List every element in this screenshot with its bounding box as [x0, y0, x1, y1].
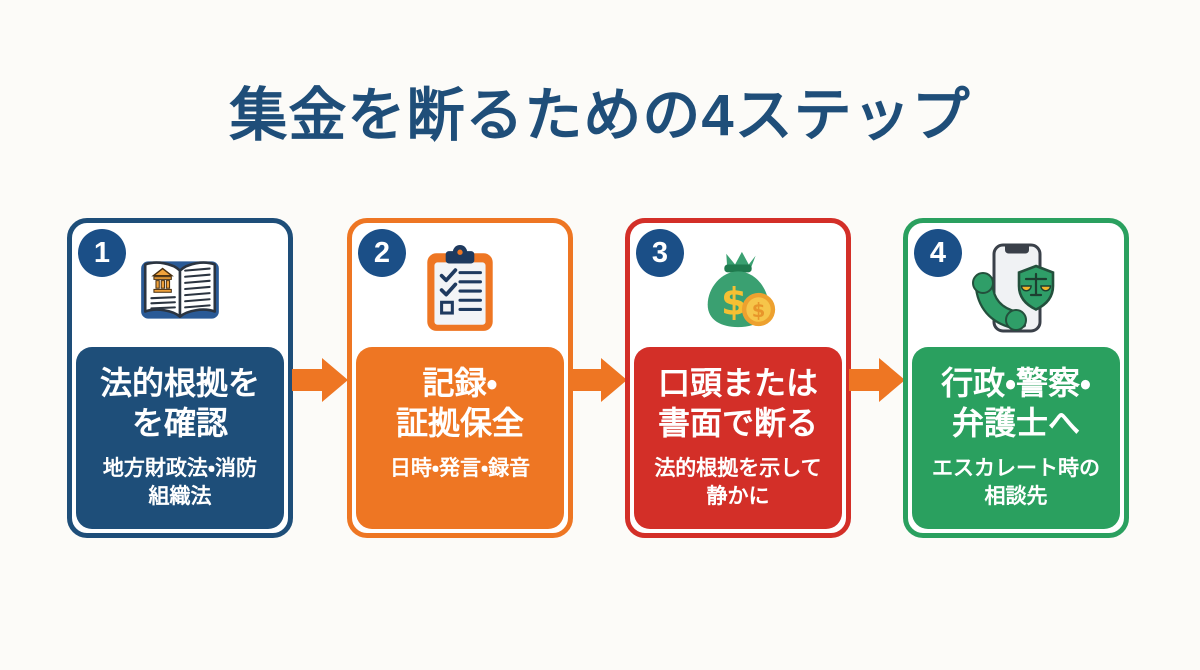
step-subtitle: 日時・発言・録音: [389, 456, 531, 480]
step-title: 行政・警察・ 弁護士へ: [941, 365, 1091, 442]
law-book-icon: [72, 241, 288, 337]
phone-shield-icon: [908, 241, 1124, 337]
clipboard-checklist-icon: [352, 241, 568, 337]
step-label-panel: 口頭または 書面で断る 法的根拠を示して 静かに: [634, 347, 842, 529]
step-label-panel: 行政・警察・ 弁護士へ エスカレート時の 相談先: [912, 347, 1120, 529]
svg-text:$: $: [721, 280, 747, 323]
step-subtitle: 法的根拠を示して 静かに: [654, 456, 822, 508]
arrow-right-icon: [849, 356, 905, 404]
page-title: 集金を断るための4ステップ: [229, 83, 971, 148]
step-card-1: 1: [67, 218, 293, 538]
step-card-3: 3 $ $ 口頭または 書面で断る 法的根拠を示して 静かに: [625, 218, 851, 538]
money-bag-icon: $ $: [630, 241, 846, 337]
step-card-4: 4 行政・警察・: [903, 218, 1129, 538]
svg-text:$: $: [752, 299, 766, 322]
step-number-badge: 3: [636, 229, 684, 277]
step-number-badge: 2: [358, 229, 406, 277]
step-title: 記録・ 証拠保全: [395, 365, 524, 442]
arrow-right-icon: [571, 356, 627, 404]
step-title: 口頭または 書面で断る: [657, 365, 818, 442]
step-number-badge: 4: [914, 229, 962, 277]
step-label-panel: 法的根拠を を確認 地方財政法・消防 組織法: [76, 347, 284, 529]
step-card-2: 2 記録・ 証拠保全: [347, 218, 573, 538]
step-subtitle: エスカレート時の 相談先: [932, 456, 1100, 508]
arrow-right-icon: [292, 356, 348, 404]
step-title: 法的根拠を を確認: [99, 365, 260, 442]
step-number-badge: 1: [78, 229, 126, 277]
step-label-panel: 記録・ 証拠保全 日時・発言・録音: [356, 347, 564, 529]
step-subtitle: 地方財政法・消防 組織法: [102, 456, 258, 508]
